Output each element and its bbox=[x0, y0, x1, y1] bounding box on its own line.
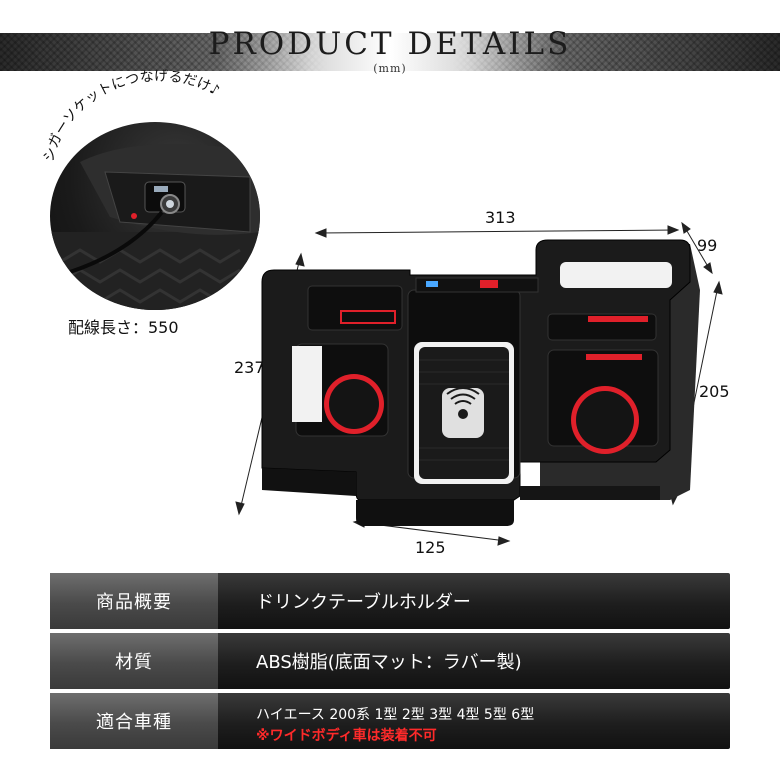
spec-value-material: ABS樹脂(底面マット：ラバー製) bbox=[256, 652, 522, 673]
drink-table-holder bbox=[261, 239, 700, 526]
cigar-socket-photo bbox=[50, 122, 260, 310]
spec-label-material: 材質 bbox=[50, 633, 218, 689]
dimension-height-left: 237 bbox=[234, 358, 265, 377]
spec-note-compatibility: ※ワイドボディ車は装着不可 bbox=[256, 728, 437, 744]
spec-row-summary: 商品概要 ドリンクテーブルホルダー bbox=[50, 573, 730, 629]
dimension-width-bottom: 125 bbox=[415, 538, 446, 557]
spec-label-compatibility: 適合車種 bbox=[50, 693, 218, 749]
spec-row-compatibility: 適合車種 ハイエース 200系 1型 2型 3型 4型 5型 6型 ※ワイドボデ… bbox=[50, 693, 730, 749]
dimension-height-right: 205 bbox=[699, 382, 730, 401]
spec-row-material: 材質 ABS樹脂(底面マット：ラバー製) bbox=[50, 633, 730, 689]
spec-value-summary: ドリンクテーブルホルダー bbox=[256, 592, 471, 613]
page-title: PRODUCT DETAILS bbox=[208, 26, 572, 62]
volt-display bbox=[480, 280, 498, 288]
dimension-width-top: 313 bbox=[485, 208, 516, 227]
unit-label: (mm) bbox=[373, 62, 407, 75]
spec-value-compatibility: ハイエース 200系 1型 2型 3型 4型 5型 6型 bbox=[256, 707, 535, 723]
cable-length-label: 配線長さ：550 bbox=[68, 318, 179, 337]
header-banner bbox=[0, 33, 780, 71]
dimension-depth-right: 99 bbox=[697, 236, 718, 255]
usb-led bbox=[426, 281, 438, 287]
spec-label-summary: 商品概要 bbox=[50, 573, 218, 629]
